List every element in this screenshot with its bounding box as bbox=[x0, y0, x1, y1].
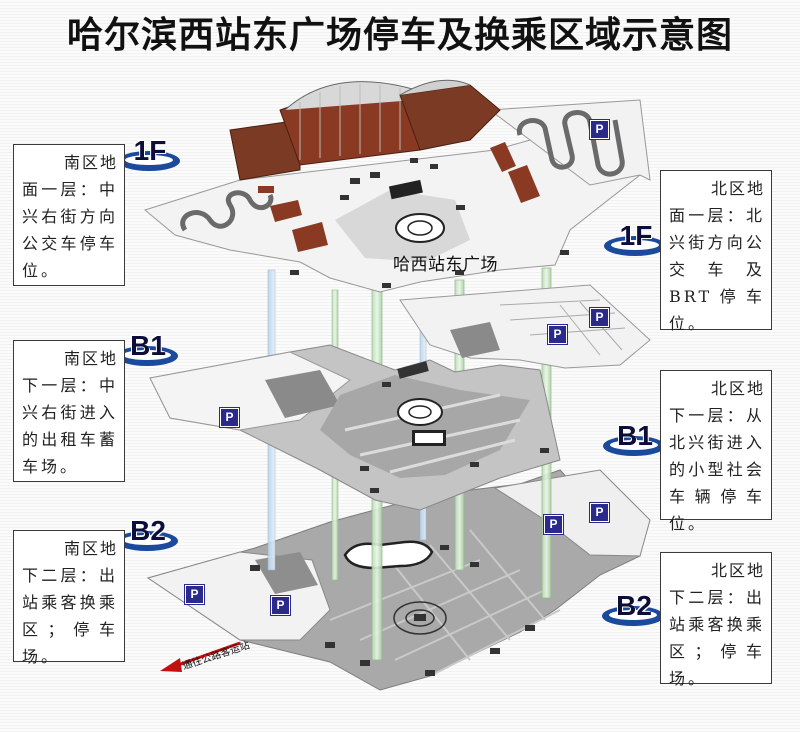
caption-head: 北区地 bbox=[710, 561, 765, 580]
level-badge-b2-south: B2 bbox=[116, 515, 180, 559]
floor-b1 bbox=[149, 284, 651, 511]
caption-body: 下二层：出站乘客换乘区；停车场。 bbox=[22, 566, 118, 666]
caption-head: 北区地 bbox=[710, 379, 765, 398]
floor-1f bbox=[143, 79, 651, 293]
parking-icon: P bbox=[548, 325, 567, 344]
floor-b2 bbox=[146, 469, 651, 691]
level-badge-1f-north: 1F bbox=[604, 220, 668, 264]
caption-north-1f: 北区地 面一层：北兴街方向公交车及BRT停车位。 bbox=[660, 170, 772, 333]
caption-head: 北区地 bbox=[710, 179, 765, 198]
parking-icon: P bbox=[220, 408, 239, 427]
caption-body: 面一层：北兴街方向公交车及BRT停车位。 bbox=[669, 206, 765, 333]
parking-icon: P bbox=[185, 585, 204, 604]
caption-south-b2: 南区地 下二层：出站乘客换乘区；停车场。 bbox=[13, 530, 125, 666]
plaza-label: 哈西站东广场 bbox=[393, 255, 498, 275]
station-building bbox=[229, 79, 501, 181]
caption-north-b2: 北区地 下二层：出站乘客换乘区；停车场。 bbox=[660, 552, 772, 688]
caption-north-b1: 北区地 下一层：从北兴街进入的小型社会车辆停车位。 bbox=[660, 370, 772, 533]
caption-head: 南区地 bbox=[63, 539, 118, 558]
caption-body: 下二层：出站乘客换乘区；停车场。 bbox=[669, 588, 765, 688]
parking-icon: P bbox=[544, 515, 563, 534]
caption-head: 南区地 bbox=[63, 349, 118, 368]
parking-icon: P bbox=[590, 120, 609, 139]
caption-south-1f: 南区地 面一层：中兴右街方向公交车停车位。 bbox=[13, 144, 125, 286]
level-badge-b2-north: B2 bbox=[602, 590, 666, 634]
caption-south-b1: 南区地 下一层：中兴右街进入的出租车蓄车场。 bbox=[13, 340, 125, 482]
caption-head: 南区地 bbox=[63, 153, 118, 172]
caption-body: 下一层：中兴右街进入的出租车蓄车场。 bbox=[22, 376, 118, 476]
parking-icon: P bbox=[590, 308, 609, 327]
parking-icon: P bbox=[271, 596, 290, 615]
level-badge-1f-south: 1F bbox=[118, 135, 182, 179]
level-badge-b1-north: B1 bbox=[603, 420, 667, 464]
parking-icon: P bbox=[590, 503, 609, 522]
diagram-title: 哈尔滨西站东广场停车及换乘区域示意图 bbox=[66, 15, 733, 56]
level-badge-b1-south: B1 bbox=[116, 330, 180, 374]
caption-body: 下一层：从北兴街进入的小型社会车辆停车位。 bbox=[669, 406, 765, 533]
caption-body: 面一层：中兴右街方向公交车停车位。 bbox=[22, 180, 118, 280]
